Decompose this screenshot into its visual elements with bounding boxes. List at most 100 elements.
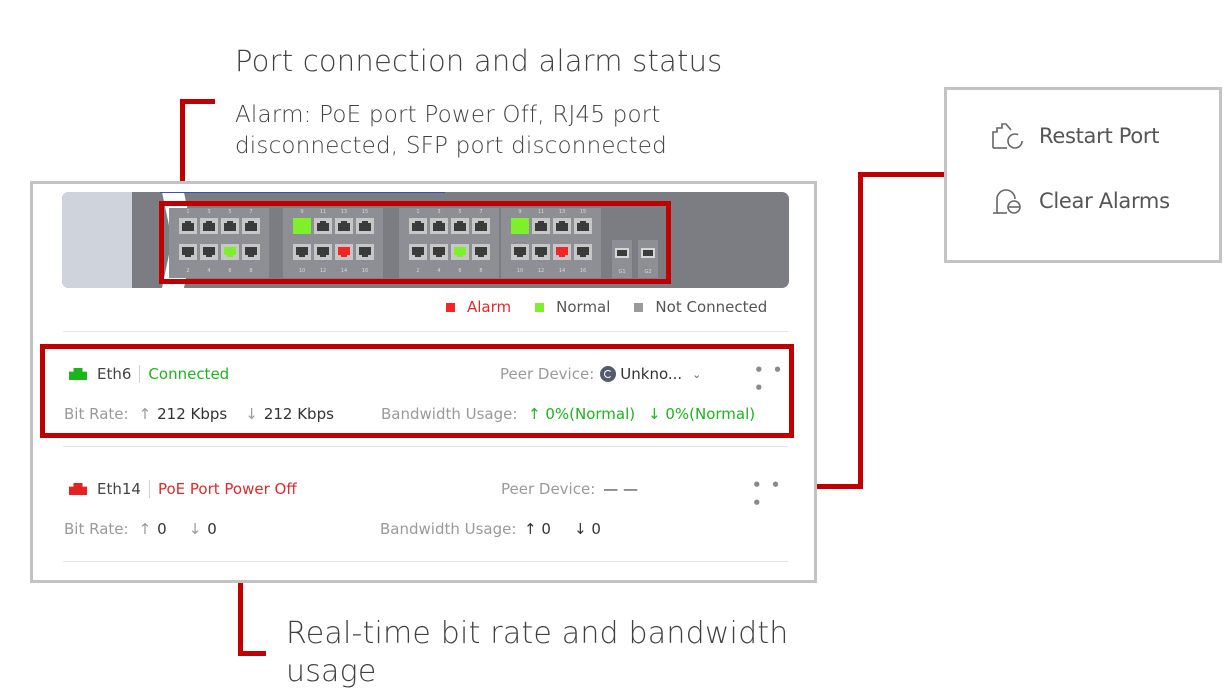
switch-port-not-connected[interactable] [574, 244, 592, 260]
rj45-jack-icon [433, 247, 445, 257]
port-number-label: 11 [537, 209, 545, 215]
switch-port-not-connected[interactable] [430, 244, 448, 260]
more-actions-button[interactable]: • • • [752, 476, 783, 512]
bandwidth-down-value: ↓ 0 [574, 520, 601, 538]
port-number-label: 12 [537, 268, 545, 274]
ethernet-port-icon [69, 483, 87, 495]
rj45-jack-icon [535, 247, 547, 257]
switch-port-not-connected[interactable] [574, 218, 592, 234]
port-number-label: 8 [479, 268, 483, 274]
rj45-jack-icon [296, 221, 308, 231]
bitrate-down-value: 0 [207, 520, 217, 538]
port-number-label: 4 [437, 268, 441, 274]
rj45-jack-icon [224, 221, 236, 231]
switch-port-not-connected[interactable] [511, 244, 529, 260]
switch-port-not-connected[interactable] [451, 218, 469, 234]
switch-port-not-connected[interactable] [179, 244, 197, 260]
legend-swatch-normal [535, 302, 545, 312]
sfp-port-label: G2 [644, 269, 652, 275]
switch-nose [62, 192, 132, 288]
rj45-jack-icon [182, 247, 194, 257]
download-arrow-icon: ↓ [188, 520, 202, 538]
switch-port-not-connected[interactable] [200, 218, 218, 234]
restart-port-icon [992, 123, 1023, 149]
separator [148, 480, 150, 498]
port-number-label: 14 [340, 268, 348, 274]
switch-port-alarm[interactable] [553, 244, 571, 260]
switch-port-not-connected[interactable] [553, 218, 571, 234]
rj45-jack-icon [317, 247, 329, 257]
port-number-label: 7 [479, 209, 483, 215]
legend-label-alarm: Alarm [467, 298, 512, 316]
port-number-label: 16 [579, 268, 587, 274]
ethernet-port-icon [69, 368, 87, 380]
sfp-slot-icon [641, 248, 655, 258]
sfp-port[interactable]: G2 [638, 240, 658, 278]
callout-line [796, 484, 863, 489]
switch-port-not-connected[interactable] [409, 244, 427, 260]
switch-port-normal[interactable] [293, 218, 311, 234]
callout-line [858, 172, 946, 177]
port-number-label: 6 [458, 268, 462, 274]
bandwidth-up-value: ↑ 0%(Normal) [528, 405, 636, 423]
rj45-jack-icon [475, 247, 487, 257]
rj45-jack-icon [224, 247, 236, 257]
menu-item-clear-alarms[interactable]: Clear Alarms [991, 187, 1170, 215]
chevron-down-icon[interactable]: ⌄ [692, 367, 702, 381]
switch-port-not-connected[interactable] [293, 244, 311, 260]
switch-port-normal[interactable] [511, 218, 529, 234]
port-number-label: 9 [300, 209, 304, 215]
sfp-port[interactable]: G1 [612, 240, 632, 278]
switch-port-not-connected[interactable] [409, 218, 427, 234]
switch-port-not-connected[interactable] [430, 218, 448, 234]
peer-device-label: Peer Device: [501, 480, 596, 498]
divider [63, 446, 788, 447]
switch-port-not-connected[interactable] [179, 218, 197, 234]
switch-port-not-connected[interactable] [356, 244, 374, 260]
port-name: Eth14 [97, 480, 141, 498]
switch-accent-line [160, 192, 445, 193]
switch-port-not-connected[interactable] [532, 244, 550, 260]
switch-port-not-connected[interactable] [335, 218, 353, 234]
port-number-label: 5 [458, 209, 462, 215]
rj45-jack-icon [412, 221, 424, 231]
port-name: Eth6 [97, 365, 132, 383]
callout-line [180, 99, 215, 104]
divider [63, 561, 788, 562]
clear-alarms-icon [993, 189, 1021, 214]
switch-port-normal[interactable] [451, 244, 469, 260]
menu-item-restart-port[interactable]: Restart Port [991, 122, 1159, 150]
switch-port-not-connected[interactable] [314, 218, 332, 234]
rj45-jack-icon [296, 247, 308, 257]
annotation-title: Port connection and alarm status [235, 44, 723, 78]
rj45-jack-icon [412, 247, 424, 257]
switch-port-not-connected[interactable] [356, 218, 374, 234]
switch-port-not-connected[interactable] [314, 244, 332, 260]
switch-port-not-connected[interactable] [472, 218, 490, 234]
switch-port-not-connected[interactable] [532, 218, 550, 234]
switch-port-normal[interactable] [221, 244, 239, 260]
switch-port-not-connected[interactable] [242, 244, 260, 260]
switch-port-not-connected[interactable] [472, 244, 490, 260]
port-number-label: 3 [437, 209, 441, 215]
more-actions-button[interactable]: • • • [754, 361, 785, 397]
switch-port-not-connected[interactable] [200, 244, 218, 260]
rj45-jack-icon [359, 247, 371, 257]
switch-port-not-connected[interactable] [242, 218, 260, 234]
port-number-label: 2 [416, 268, 420, 274]
rj45-jack-icon [338, 247, 350, 257]
port-number-label: 15 [361, 209, 369, 215]
rj45-jack-icon [433, 221, 445, 231]
port-status: Connected [148, 365, 230, 383]
port-number-label: 14 [558, 268, 566, 274]
peer-device[interactable]: Peer Device: Unkno... ⌄ [500, 363, 701, 385]
peer-device-value: — — [603, 480, 639, 498]
switch-port-not-connected[interactable] [221, 218, 239, 234]
rj45-jack-icon [203, 221, 215, 231]
switch-port-alarm[interactable] [335, 244, 353, 260]
annotation-alarm-note: Alarm: PoE port Power Off, RJ45 port dis… [235, 102, 667, 159]
rj45-jack-icon [514, 247, 526, 257]
legend-item-not-connected: Not Connected [634, 298, 767, 316]
